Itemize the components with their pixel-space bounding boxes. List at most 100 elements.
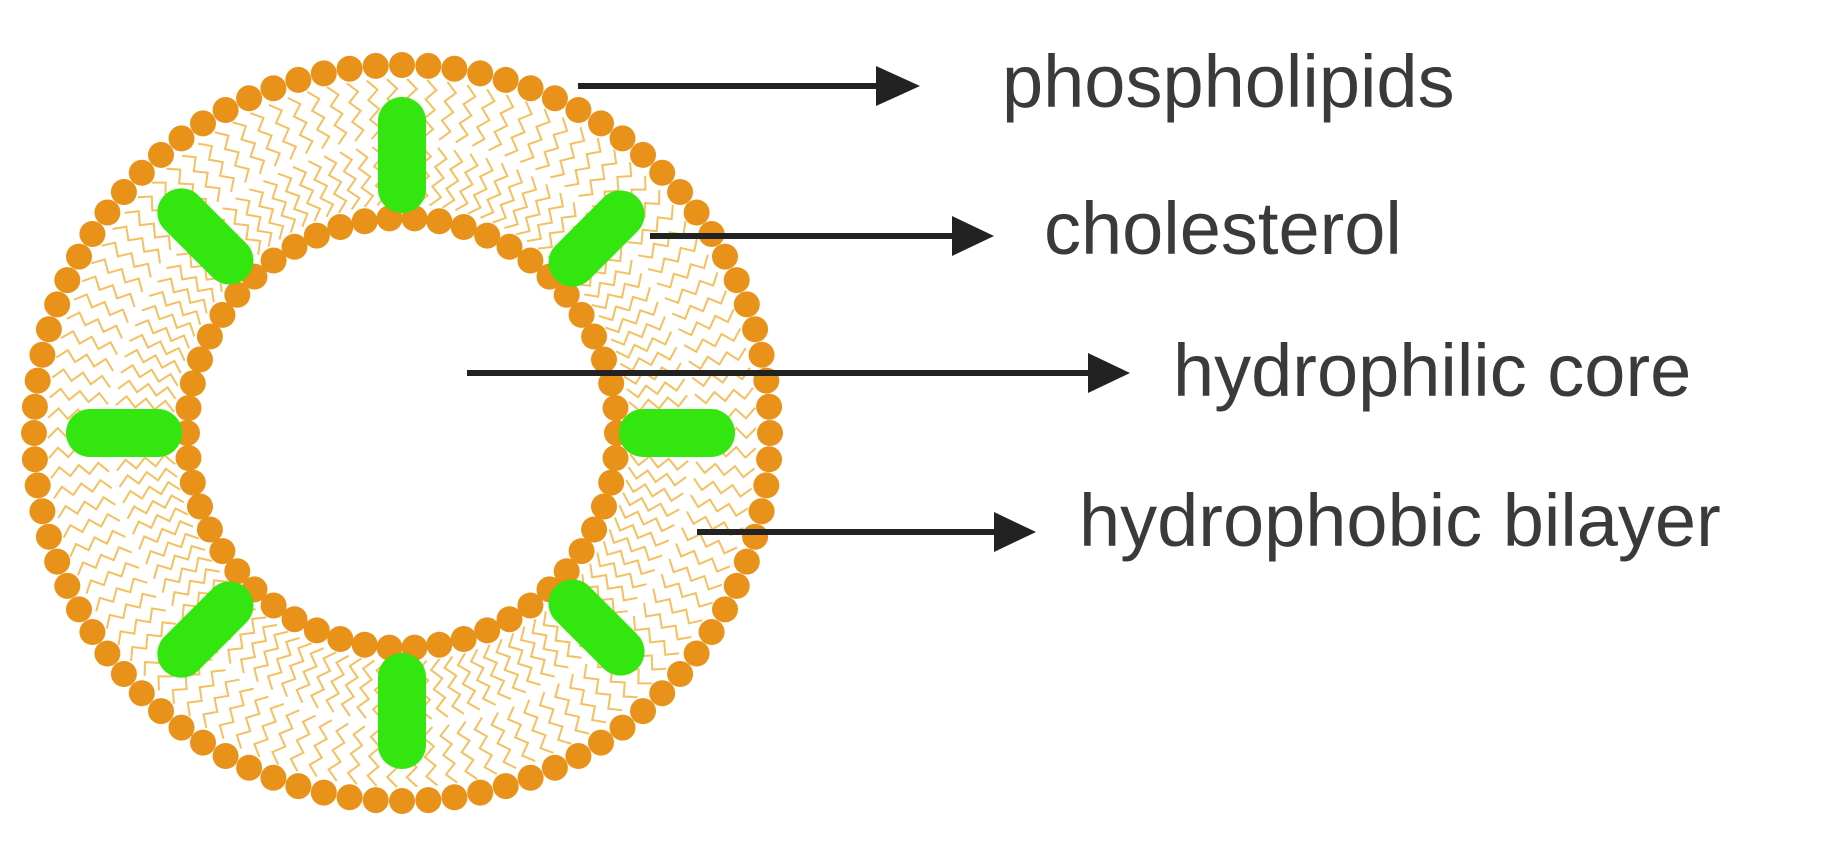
phospholipid-head [94, 199, 121, 226]
phospholipid-head [224, 558, 251, 585]
lipid-tail [55, 348, 114, 372]
lipid-tail [181, 579, 229, 619]
lipid-tail [57, 495, 116, 519]
phospholipid-head [733, 548, 760, 575]
lipid-tail [50, 461, 110, 479]
phospholipid-head [196, 323, 223, 350]
phospholipid-head [517, 75, 544, 102]
lipid-tail [531, 618, 569, 669]
lipid-tail [429, 147, 448, 207]
lipid-tail [626, 378, 686, 399]
phospholipid-head [698, 619, 725, 645]
phospholipid-head [683, 640, 710, 667]
phospholipid-head [179, 370, 206, 397]
phospholipid-head [94, 640, 121, 667]
lipid-tail [308, 719, 333, 778]
lipid-tail [643, 602, 692, 641]
lipid-tail [371, 660, 389, 721]
lipid-tail [218, 687, 254, 739]
arrow-hydrophilic-core [467, 353, 1130, 393]
phospholipid-head [389, 788, 415, 814]
phospholipid-head [128, 159, 155, 186]
inner-phospholipid-heads [174, 205, 630, 661]
phospholipid-head [236, 754, 263, 781]
phospholipid-head [187, 493, 213, 520]
phospholipid-head [723, 267, 750, 294]
lipid-tail [157, 277, 208, 314]
lipid-tail [578, 149, 618, 197]
lipid-tail [91, 258, 144, 293]
cholesterol-molecule [619, 409, 735, 457]
arrow-cholesterol [650, 216, 994, 256]
phospholipid-head [474, 222, 501, 249]
phospholipid-head [281, 233, 308, 260]
lipid-tail [366, 727, 383, 787]
phospholipid-head [35, 523, 62, 550]
lipid-tail [117, 379, 177, 400]
lipid-tail [442, 149, 464, 209]
lipid-tail [118, 467, 178, 488]
lipid-tail [202, 678, 240, 729]
phospholipid-head [303, 222, 330, 249]
lipid-tail [95, 577, 148, 612]
lipid-tail [622, 492, 680, 518]
lipid-tail [473, 716, 498, 775]
lipid-tail [166, 167, 207, 214]
phospholipid-head [649, 680, 676, 707]
phospholipid-head [285, 773, 312, 800]
lipid-tail [306, 91, 331, 150]
phospholipid-head [609, 714, 636, 741]
lipid-tail [130, 621, 177, 662]
phospholipid-head [748, 341, 775, 368]
phospholipid-head [591, 346, 617, 373]
phospholipid-head [336, 55, 363, 82]
phospholipid-head [602, 395, 629, 421]
lipid-tail [62, 512, 121, 538]
lipid-tail [112, 225, 161, 264]
phospholipid-head [54, 572, 81, 599]
phospholipid-head [260, 75, 287, 102]
lipid-tail [471, 88, 496, 147]
lipid-tail [153, 544, 206, 579]
lipid-tail [637, 220, 687, 259]
phospholipid-head [667, 179, 694, 205]
lipid-tail [695, 461, 755, 479]
phospholipid-head [756, 393, 783, 420]
phospholipid-head [588, 729, 614, 756]
lipid-tail [604, 301, 659, 334]
lipid-tail [126, 494, 185, 520]
lipid-tail [652, 588, 703, 625]
lipid-tail [523, 699, 554, 754]
lipid-tail [598, 287, 651, 322]
lipid-tail [454, 153, 479, 212]
cholesterol-molecule [548, 579, 645, 676]
lipid-tail [542, 611, 582, 659]
lipid-tail [629, 453, 689, 472]
phospholipid-head [609, 125, 636, 152]
phospholipid-head [110, 661, 137, 687]
phospholipid-head [24, 367, 51, 394]
lipid-tail [166, 264, 215, 303]
phospholipid-head [362, 787, 389, 814]
phospholipid-head [565, 97, 592, 123]
phospholipid-head [190, 729, 216, 756]
lipid-tail [564, 137, 602, 188]
lipid-tail [615, 331, 673, 359]
phospholipid-head [723, 572, 750, 599]
lipid-tail [124, 348, 182, 374]
phospholipid-head [441, 784, 468, 811]
lipid-tail [691, 367, 751, 388]
phospholipid-head [742, 523, 769, 550]
arrow-hydrophobic-bilayer [697, 512, 1036, 552]
lipid-tail [356, 659, 375, 719]
lipid-tail [287, 97, 314, 154]
phospholipid-head [630, 141, 656, 168]
phospholipid-head [212, 743, 239, 769]
phospholipid-head [21, 446, 48, 473]
outer-phospholipid-heads [21, 52, 783, 814]
lipid-tail [671, 290, 728, 321]
phospholipid-head [581, 516, 608, 543]
lipid-tail [227, 616, 267, 664]
lipid-tail [455, 84, 477, 144]
